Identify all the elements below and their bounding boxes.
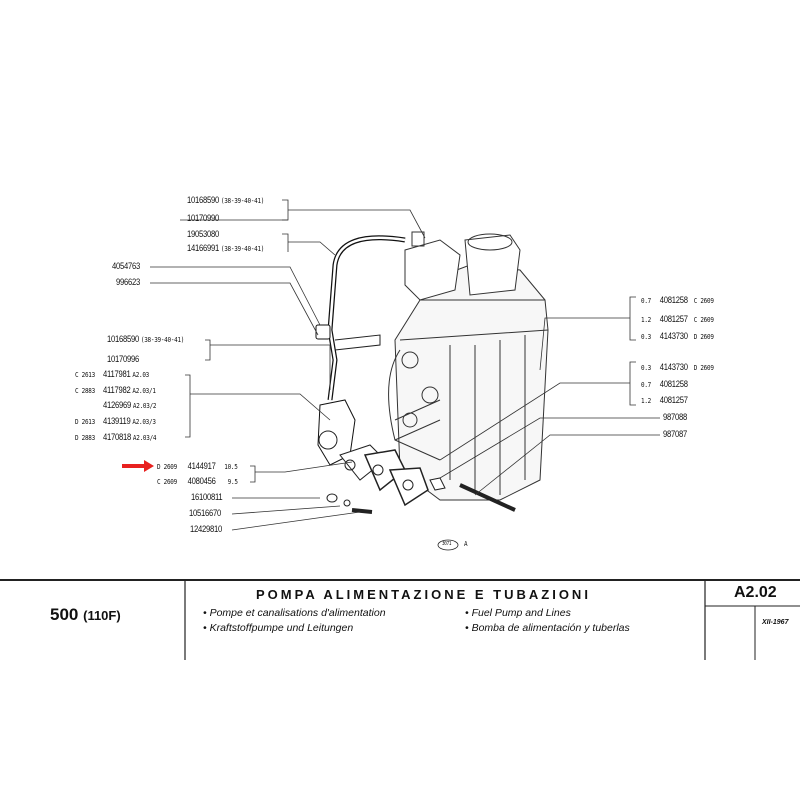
fuel-hose bbox=[327, 235, 406, 401]
part-label: 996623 bbox=[116, 277, 140, 287]
part-label: 19053080 bbox=[187, 229, 220, 239]
part-label: 14166991 (38-39-40-41) bbox=[187, 243, 265, 253]
subtitle-en: • Fuel Pump and Lines bbox=[465, 607, 571, 619]
part-label: 4054763 bbox=[112, 261, 141, 271]
date: XII-1967 bbox=[762, 619, 789, 626]
part-label: 16100811 bbox=[191, 492, 223, 502]
engine-block bbox=[388, 231, 549, 501]
part-label: 10170996 bbox=[107, 354, 140, 364]
section-code: A2.02 bbox=[734, 584, 777, 601]
model-number: 500 (110F) bbox=[50, 605, 121, 624]
subtitle-de: • Kraftstoffpumpe und Leitungen bbox=[203, 622, 354, 634]
part-label: 987087 bbox=[663, 429, 687, 439]
subtitle-fr: • Pompe et canalisations d'alimentation bbox=[203, 607, 386, 619]
figure-letter: A bbox=[464, 540, 468, 548]
part-label: 12429810 bbox=[190, 524, 223, 534]
part-label: 10168590 (38-39-40-41) bbox=[107, 334, 185, 344]
subtitle-es: • Bomba de alimentación y tuberlas bbox=[465, 622, 630, 634]
fuel-pump bbox=[317, 399, 516, 514]
leader-lines bbox=[150, 199, 660, 531]
part-label: 4126969 A2.03/2 bbox=[103, 400, 157, 410]
part-label: 987088 bbox=[663, 412, 687, 422]
part-label: 10170990 bbox=[187, 213, 220, 223]
part-label: 10168590 (38-39-40-41) bbox=[187, 195, 265, 205]
figure-number: 3071 bbox=[442, 541, 452, 547]
red-arrow-icon bbox=[122, 460, 154, 472]
title-block-lines bbox=[0, 579, 800, 660]
part-label: 10516670 bbox=[189, 508, 222, 518]
page-title: POMPA ALIMENTAZIONE E TUBAZIONI bbox=[256, 587, 591, 602]
